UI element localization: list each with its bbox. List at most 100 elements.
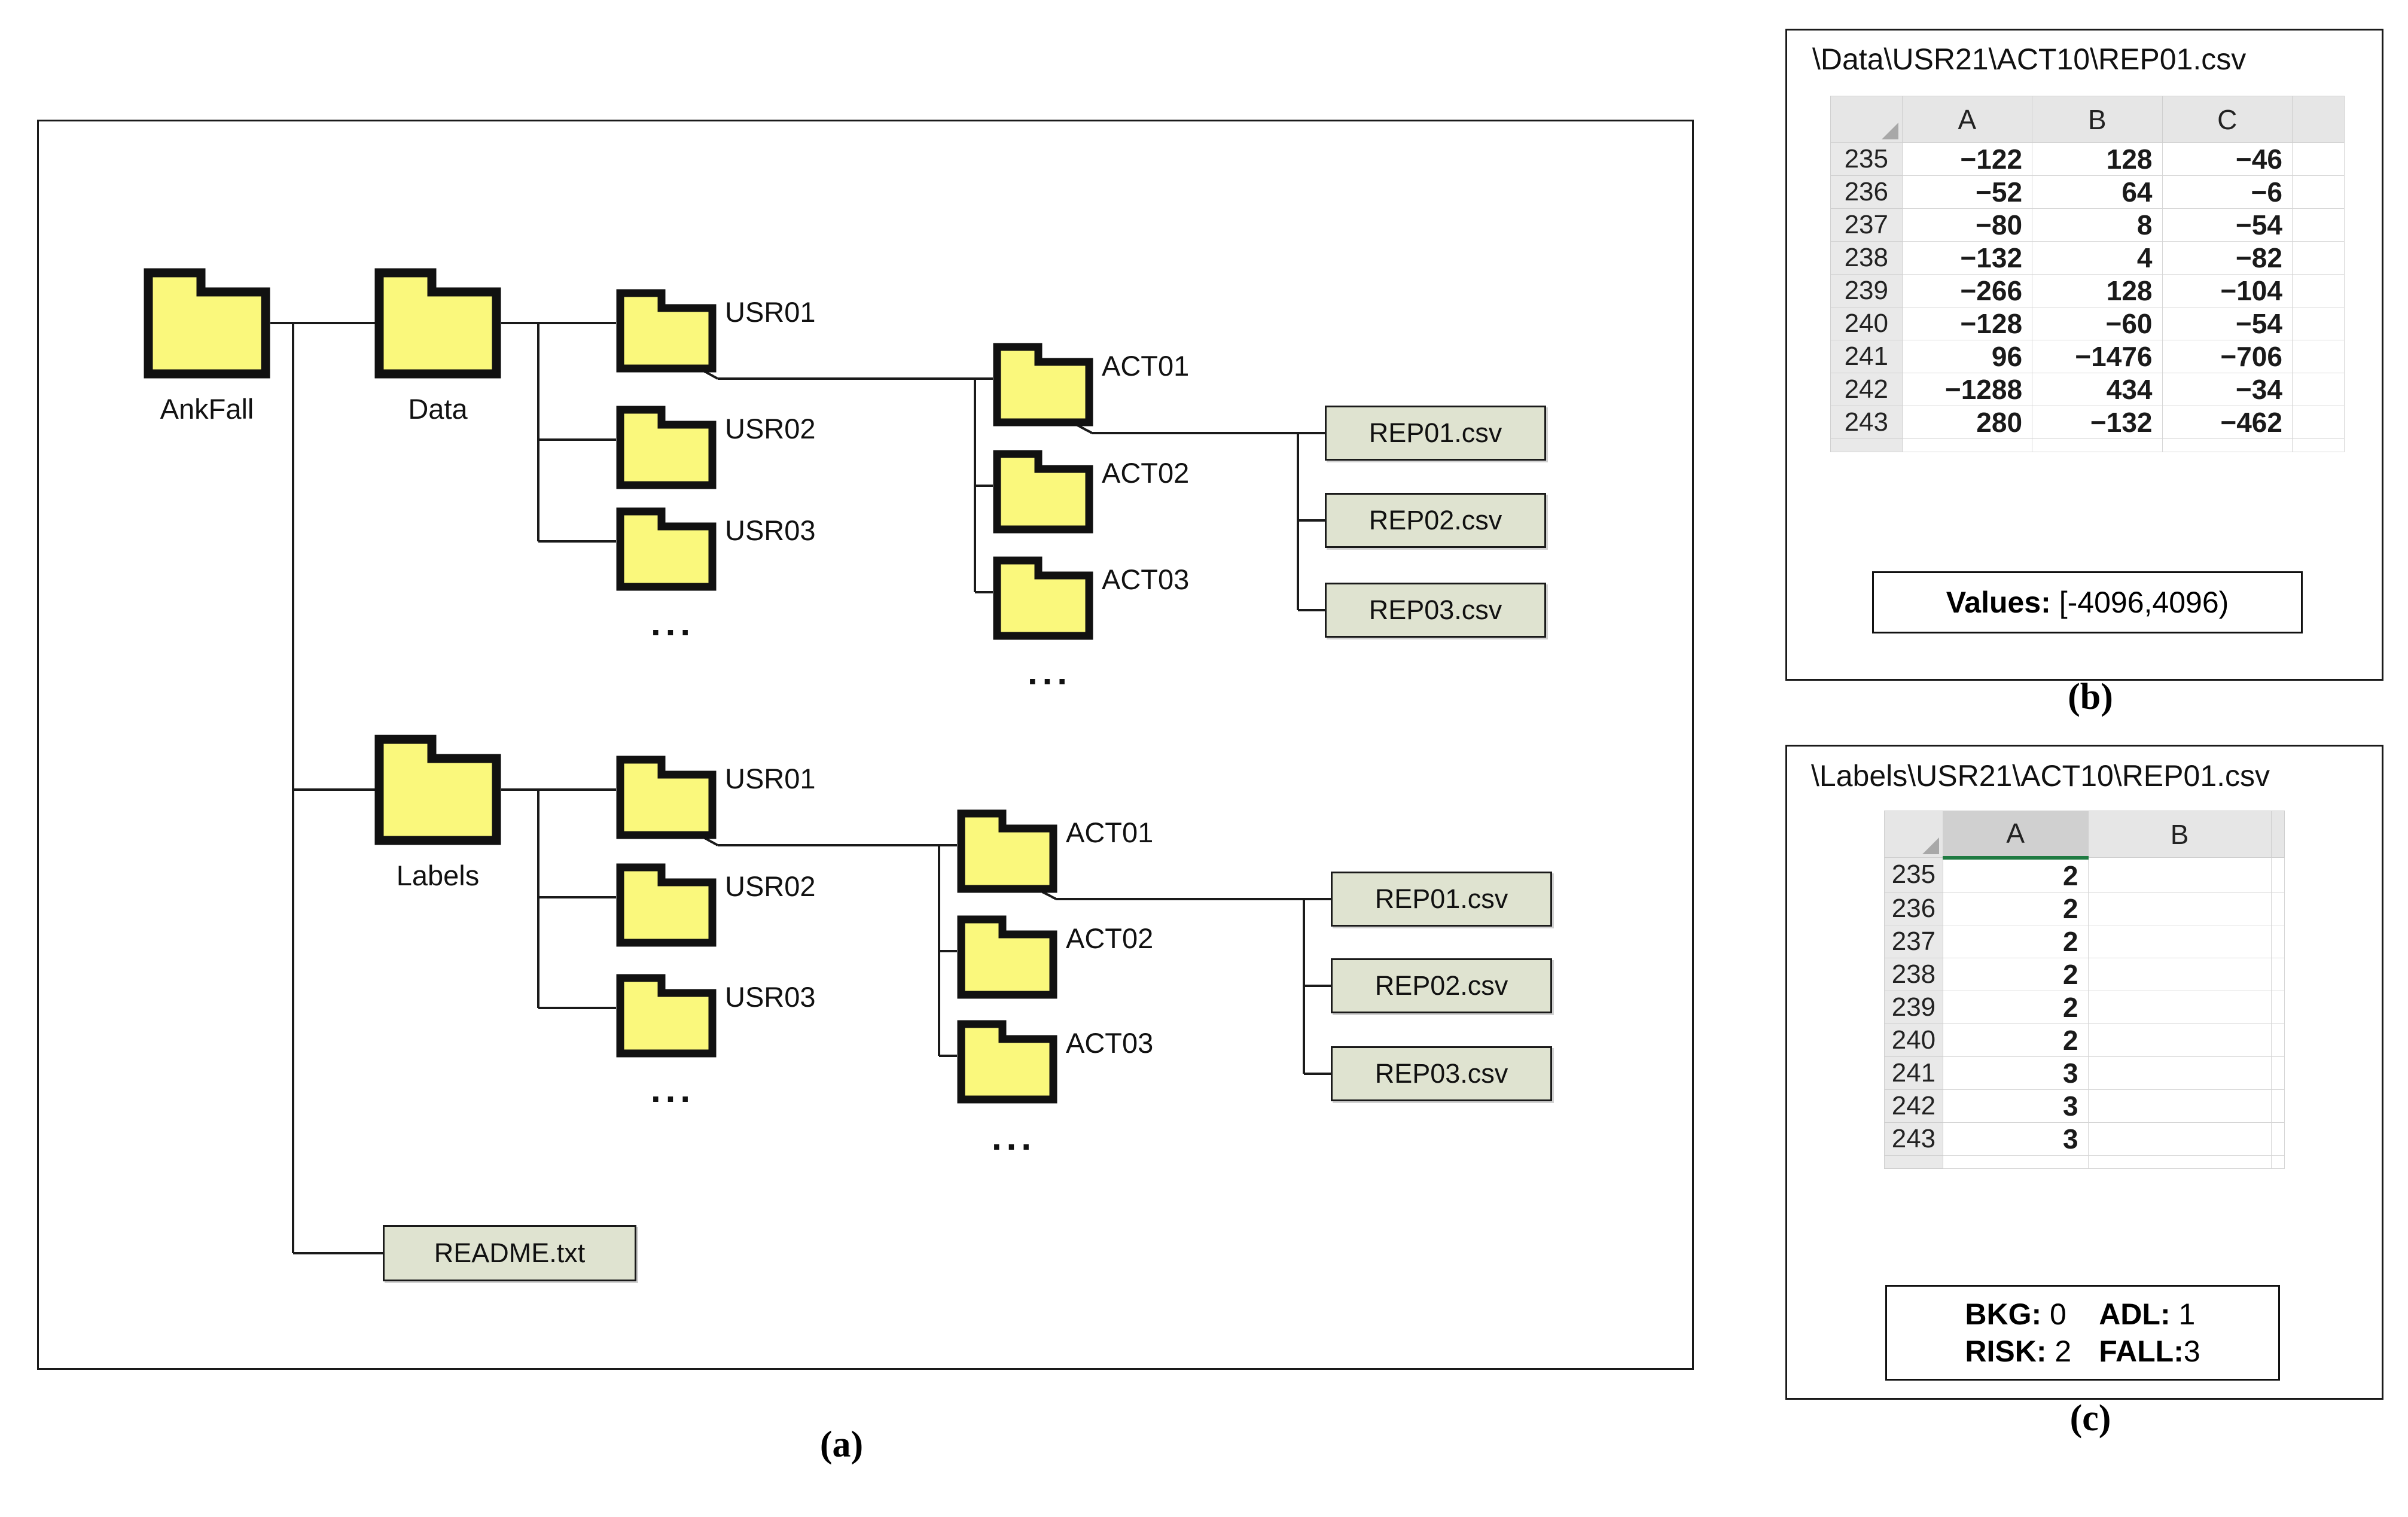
cell-a[interactable]: 2 xyxy=(1942,957,2089,991)
row-header[interactable]: 238 xyxy=(1830,241,1903,275)
sheet-header-row: A B xyxy=(1884,811,2285,860)
cell-a[interactable]: 3 xyxy=(1942,1089,2089,1123)
cell-b[interactable] xyxy=(2087,1089,2272,1123)
column-header-b[interactable]: B xyxy=(2087,811,2272,858)
cell-b[interactable]: −60 xyxy=(2032,307,2163,340)
cell-c[interactable]: −34 xyxy=(2162,373,2293,406)
file-label: REP02.csv xyxy=(1368,505,1502,535)
cell-b[interactable] xyxy=(2087,924,2272,958)
cell-b[interactable]: 8 xyxy=(2032,208,2163,242)
data-spreadsheet[interactable]: A B C 235 −122 128 −46 236 −52 64 −6 237… xyxy=(1830,96,2345,452)
cell-d[interactable] xyxy=(2291,406,2345,439)
cell-a[interactable]: −122 xyxy=(1901,142,2033,176)
cell-a[interactable]: −1288 xyxy=(1901,373,2033,406)
row-header[interactable]: 236 xyxy=(1884,891,1943,925)
cell-c[interactable]: −706 xyxy=(2162,340,2293,373)
row-header[interactable]: 235 xyxy=(1830,142,1903,176)
row-header[interactable]: 243 xyxy=(1830,406,1903,439)
cell-d[interactable] xyxy=(2291,142,2345,176)
cell-c-tail xyxy=(2162,438,2293,452)
file-box-readme[interactable]: README.txt xyxy=(383,1225,636,1281)
row-header[interactable]: 243 xyxy=(1884,1122,1943,1156)
cell-b-tail xyxy=(2087,1154,2272,1169)
cell-a[interactable]: −52 xyxy=(1901,175,2033,209)
cell-b-tail xyxy=(2032,438,2163,452)
cell-b[interactable]: −132 xyxy=(2032,406,2163,439)
cell-a[interactable]: 3 xyxy=(1942,1122,2089,1156)
cell-b[interactable] xyxy=(2087,857,2272,892)
labels-spreadsheet[interactable]: A B 235 2 236 2 237 2 238 2 xyxy=(1884,811,2285,1169)
label-data-act01: ACT01 xyxy=(1102,350,1190,382)
cell-a[interactable]: −132 xyxy=(1901,241,2033,275)
cell-c[interactable]: −46 xyxy=(2162,142,2293,176)
cell-a[interactable]: 2 xyxy=(1942,857,2089,892)
cell-a[interactable]: 2 xyxy=(1942,924,2089,958)
cell-a[interactable]: 3 xyxy=(1942,1056,2089,1090)
cell-a[interactable]: 2 xyxy=(1942,891,2089,925)
file-box-labels-rep01[interactable]: REP01.csv xyxy=(1331,872,1552,927)
cell-d[interactable] xyxy=(2291,241,2345,275)
cell-d[interactable] xyxy=(2291,307,2345,340)
column-header-a[interactable]: A xyxy=(1901,96,2033,143)
cell-b[interactable] xyxy=(2087,1056,2272,1090)
row-header[interactable]: 242 xyxy=(1830,373,1903,406)
cell-a[interactable]: −80 xyxy=(1901,208,2033,242)
legend-bkg: BKG: 0 xyxy=(1965,1297,2071,1332)
cell-a[interactable]: 2 xyxy=(1942,1023,2089,1057)
cell-d[interactable] xyxy=(2291,175,2345,209)
cell-a[interactable]: 280 xyxy=(1901,406,2033,439)
file-box-data-rep03[interactable]: REP03.csv xyxy=(1325,583,1546,638)
cell-b[interactable] xyxy=(2087,1122,2272,1156)
column-header-a[interactable]: A xyxy=(1942,811,2089,860)
row-header[interactable]: 242 xyxy=(1884,1089,1943,1123)
cell-b[interactable]: 434 xyxy=(2032,373,2163,406)
cell-b[interactable]: 128 xyxy=(2032,274,2163,307)
cell-b[interactable] xyxy=(2087,990,2272,1024)
cell-d[interactable] xyxy=(2291,373,2345,406)
row-header[interactable]: 240 xyxy=(1830,307,1903,340)
cell-b[interactable]: 4 xyxy=(2032,241,2163,275)
cell-b[interactable] xyxy=(2087,1023,2272,1057)
file-box-data-rep01[interactable]: REP01.csv xyxy=(1325,406,1546,461)
cell-d[interactable] xyxy=(2291,208,2345,242)
row-header[interactable]: 239 xyxy=(1830,274,1903,307)
cell-d[interactable] xyxy=(2291,340,2345,373)
file-box-labels-rep02[interactable]: REP02.csv xyxy=(1331,958,1552,1013)
select-all-corner[interactable] xyxy=(1884,811,1943,858)
label-data-usr02: USR02 xyxy=(725,413,816,444)
cell-b[interactable] xyxy=(2087,957,2272,991)
cell-a[interactable]: 96 xyxy=(1901,340,2033,373)
row-header[interactable]: 240 xyxy=(1884,1023,1943,1057)
row-header[interactable]: 237 xyxy=(1830,208,1903,242)
row-header[interactable]: 238 xyxy=(1884,957,1943,991)
file-box-labels-rep03[interactable]: REP03.csv xyxy=(1331,1046,1552,1101)
table-row: 241 96 −1476 −706 xyxy=(1830,340,2345,373)
cell-b[interactable]: 64 xyxy=(2032,175,2163,209)
column-header-d[interactable] xyxy=(2291,96,2345,143)
cell-b[interactable]: 128 xyxy=(2032,142,2163,176)
file-box-data-rep02[interactable]: REP02.csv xyxy=(1325,493,1546,548)
row-header[interactable]: 241 xyxy=(1830,340,1903,373)
cell-c[interactable]: −462 xyxy=(2162,406,2293,439)
cell-c[interactable]: −54 xyxy=(2162,208,2293,242)
row-header[interactable]: 237 xyxy=(1884,924,1943,958)
table-row: 240 −128 −60 −54 xyxy=(1830,307,2345,340)
row-header[interactable]: 235 xyxy=(1884,857,1943,892)
label-labels-usr02: USR02 xyxy=(725,870,816,902)
select-all-corner[interactable] xyxy=(1830,96,1903,143)
cell-c[interactable]: −6 xyxy=(2162,175,2293,209)
cell-a[interactable]: −128 xyxy=(1901,307,2033,340)
cell-a[interactable]: 2 xyxy=(1942,990,2089,1024)
row-header[interactable]: 236 xyxy=(1830,175,1903,209)
row-header[interactable]: 239 xyxy=(1884,990,1943,1024)
cell-c[interactable]: −104 xyxy=(2162,274,2293,307)
column-header-b[interactable]: B xyxy=(2032,96,2163,143)
cell-b[interactable]: −1476 xyxy=(2032,340,2163,373)
cell-b[interactable] xyxy=(2087,891,2272,925)
cell-d[interactable] xyxy=(2291,274,2345,307)
cell-a[interactable]: −266 xyxy=(1901,274,2033,307)
column-header-c[interactable]: C xyxy=(2162,96,2293,143)
cell-c[interactable]: −82 xyxy=(2162,241,2293,275)
cell-c[interactable]: −54 xyxy=(2162,307,2293,340)
row-header[interactable]: 241 xyxy=(1884,1056,1943,1090)
